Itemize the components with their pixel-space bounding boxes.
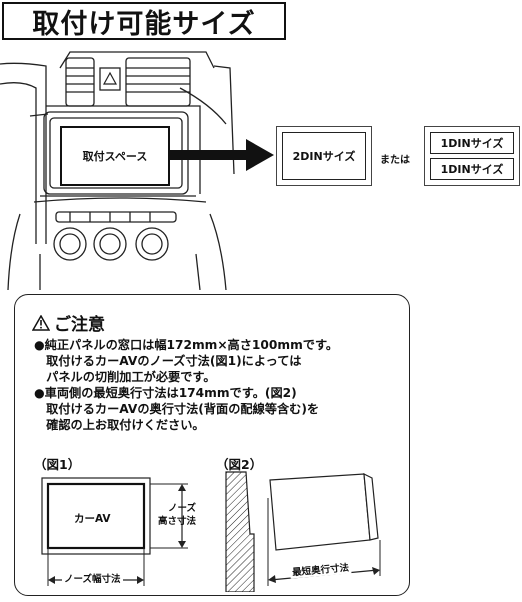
size-1din-outline	[424, 126, 520, 186]
notice-line-5: 取付けるカーAVの奥行寸法(背面の配線等含む)を	[34, 402, 320, 416]
warning-triangle-icon	[32, 314, 50, 331]
size-1din-bottom-label: 1DINサイズ	[440, 163, 504, 176]
notice-line-2: 取付けるカーAVのノーズ寸法(図1)によっては	[34, 354, 302, 368]
fig1-width-label: ノーズ幅寸法	[62, 571, 123, 585]
size-2din-outline	[276, 126, 372, 186]
fig1-height-label-2: 高さ寸法	[158, 516, 197, 527]
size-1din-bottom-box: 1DINサイズ	[430, 158, 514, 180]
page-title-box: 取付け可能サイズ	[2, 2, 286, 40]
fig1-unit-label: カーAV	[74, 513, 111, 525]
notice-panel	[14, 294, 410, 596]
fig1-height-label-1: ノーズ	[168, 503, 197, 514]
size-2din-label: 2DINサイズ	[292, 150, 356, 163]
notice-line-3: パネルの切削加工が必要です。	[34, 370, 216, 384]
size-2din-box: 2DINサイズ	[282, 132, 366, 180]
fig2-diagram	[225, 471, 381, 592]
size-1din-top-label: 1DINサイズ	[440, 137, 504, 150]
notice-heading-text: ご注意	[54, 315, 105, 335]
right-vent	[125, 57, 191, 107]
notice-heading: ご注意	[32, 310, 105, 335]
notice-line-4: ●車両側の最短奥行寸法は174mmです。(図2)	[34, 386, 297, 400]
mount-space-box: 取付スペース	[60, 126, 170, 186]
size-1din-top-box: 1DINサイズ	[430, 132, 514, 154]
page-title: 取付け可能サイズ	[32, 8, 256, 40]
hazard-light-icon	[102, 71, 118, 85]
fig1-label: （図1）	[34, 457, 81, 472]
left-vent	[65, 57, 95, 107]
right-arrow-icon	[170, 139, 274, 171]
notice-line-6: 確認の上お取付けください。	[34, 418, 205, 432]
dashboard-illustration	[0, 51, 235, 290]
or-label: または	[380, 155, 410, 166]
hazard-button	[99, 67, 121, 91]
notice-line-1: ●純正パネルの窓口は幅172mm×高さ100mmです。	[34, 338, 339, 352]
fig2-label: （図2）	[216, 457, 263, 472]
mount-space-label: 取付スペース	[82, 150, 148, 163]
